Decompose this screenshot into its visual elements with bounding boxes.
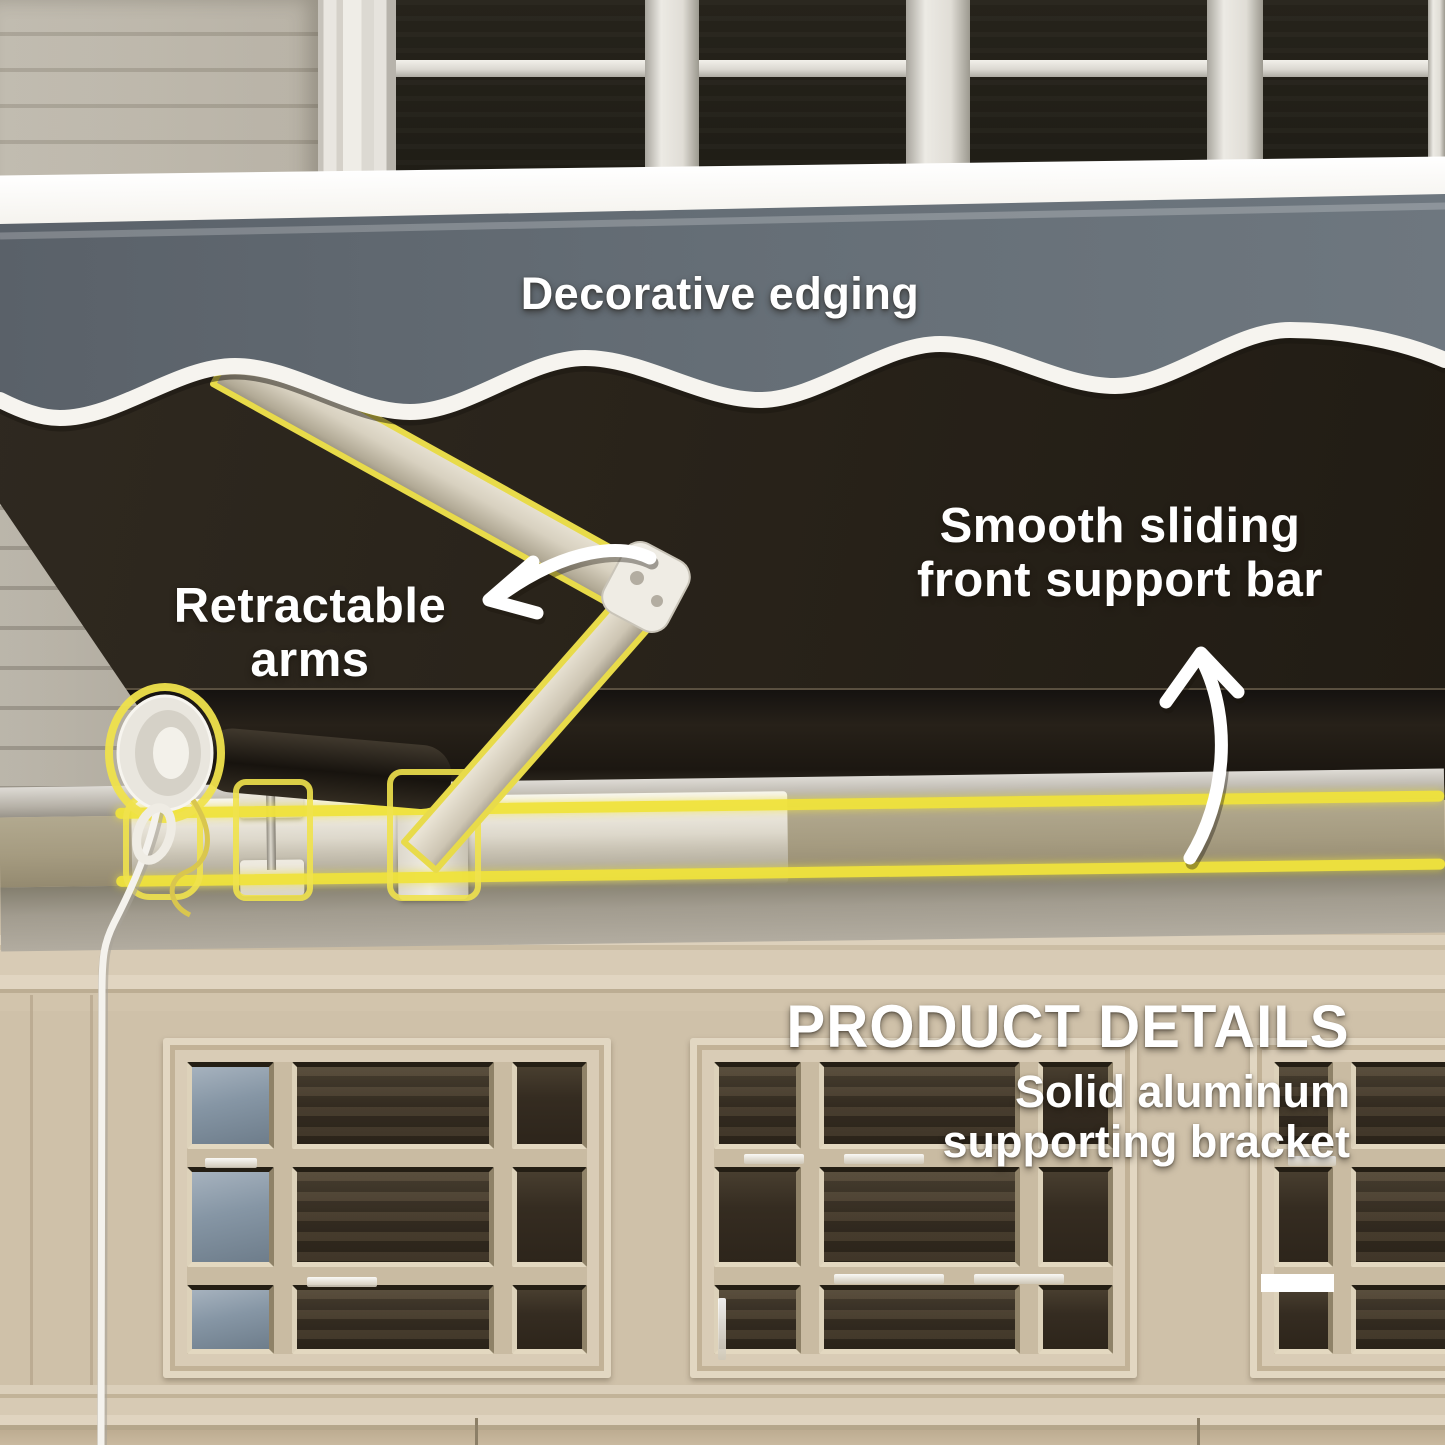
window-pane xyxy=(714,1167,801,1267)
pane-glint xyxy=(718,1298,726,1360)
window-pane xyxy=(1350,1062,1445,1150)
window-pane xyxy=(1038,1284,1113,1354)
facade-groove xyxy=(30,995,33,1445)
window-pane xyxy=(187,1062,274,1150)
label-text-line2: front support bar xyxy=(917,552,1323,607)
window-grid xyxy=(714,1062,1113,1360)
product-details-title: PRODUCT DETAILS xyxy=(786,993,1350,1060)
facade-seam xyxy=(1197,1418,1200,1445)
valance-fabric xyxy=(0,194,1445,418)
whitewashed-plank-wall xyxy=(0,0,322,205)
window-pane xyxy=(1274,1167,1333,1267)
curved-arrow-left-head-icon xyxy=(482,555,544,620)
window-pane xyxy=(1038,1167,1113,1267)
highlight-outline-roller xyxy=(105,683,225,823)
facade-molding-bottom xyxy=(0,1385,1445,1430)
window-pane xyxy=(1350,1167,1445,1267)
window-pane xyxy=(1274,1062,1333,1150)
curved-arrow-up-icon xyxy=(1183,655,1228,865)
window-pane xyxy=(291,1284,495,1354)
highlight-outline-arm-bracket xyxy=(387,769,481,901)
elbow-bolt xyxy=(651,595,663,607)
facade-groove xyxy=(90,995,93,1445)
curved-arrow-left-icon xyxy=(498,544,657,599)
window-pane xyxy=(187,1284,274,1354)
pane-glint xyxy=(834,1274,944,1284)
window-grid xyxy=(1274,1062,1445,1354)
elbow-bolt xyxy=(630,571,644,585)
window-pane xyxy=(818,1062,1021,1150)
subtitle-line2: supporting bracket xyxy=(942,1116,1350,1168)
pane-glint xyxy=(974,1274,1064,1284)
facade-base xyxy=(0,1430,1445,1445)
label-text-line1: Retractable xyxy=(173,579,447,633)
pane-glint xyxy=(205,1158,257,1168)
curved-arrow-up-head-icon xyxy=(1159,646,1245,709)
window-pane xyxy=(818,1167,1021,1267)
label-front-support-bar: Smooth sliding front support bar xyxy=(905,499,1335,608)
subtitle-line1: Solid aluminum xyxy=(1014,1066,1350,1117)
label-text-line1: Smooth sliding xyxy=(939,499,1301,553)
lower-facade xyxy=(0,935,1445,1445)
label-text: Decorative edging xyxy=(520,268,920,319)
window-pane xyxy=(512,1062,587,1150)
highlight-outline-bracket xyxy=(233,779,313,901)
label-decorative-edging: Decorative edging xyxy=(420,268,1020,320)
roller-end-cap-core xyxy=(153,727,189,779)
white-dash-icon xyxy=(1261,1274,1334,1292)
window-pane xyxy=(512,1167,587,1267)
window-pane xyxy=(1350,1284,1445,1354)
decorative-scallop-trim xyxy=(0,321,1445,427)
lower-window-middle xyxy=(690,1038,1137,1378)
scallop-shadow xyxy=(0,338,1445,432)
pane-glint xyxy=(307,1277,377,1287)
window-pane xyxy=(512,1284,587,1354)
cord-hook xyxy=(132,803,176,865)
pane-glint xyxy=(744,1154,804,1164)
window-pane xyxy=(291,1062,495,1150)
product-details-subtitle: Solid aluminum supporting bracket xyxy=(769,1066,1350,1168)
window-pane xyxy=(714,1284,801,1354)
upper-window-mullion xyxy=(1428,0,1445,205)
window-pane xyxy=(291,1167,495,1267)
lower-window-right xyxy=(1250,1038,1445,1378)
pane-glint xyxy=(1288,1156,1336,1166)
window-pane xyxy=(818,1284,1021,1354)
label-retractable-arms: Retractable arms xyxy=(130,579,490,688)
yellow-wire xyxy=(169,798,210,918)
window-pane xyxy=(1038,1062,1113,1150)
product-details-block: PRODUCT DETAILS Solid aluminum supportin… xyxy=(769,992,1350,1168)
window-grid xyxy=(187,1062,587,1354)
arm-elbow-joint xyxy=(601,541,691,633)
window-pane xyxy=(187,1167,274,1267)
label-text-line2: arms xyxy=(250,632,370,687)
window-pane xyxy=(714,1062,801,1150)
pane-glint xyxy=(844,1154,924,1164)
valance-crease xyxy=(0,202,1445,240)
pull-cord xyxy=(97,804,162,1445)
facade-seam xyxy=(475,1418,478,1445)
lower-window-left xyxy=(163,1038,611,1378)
